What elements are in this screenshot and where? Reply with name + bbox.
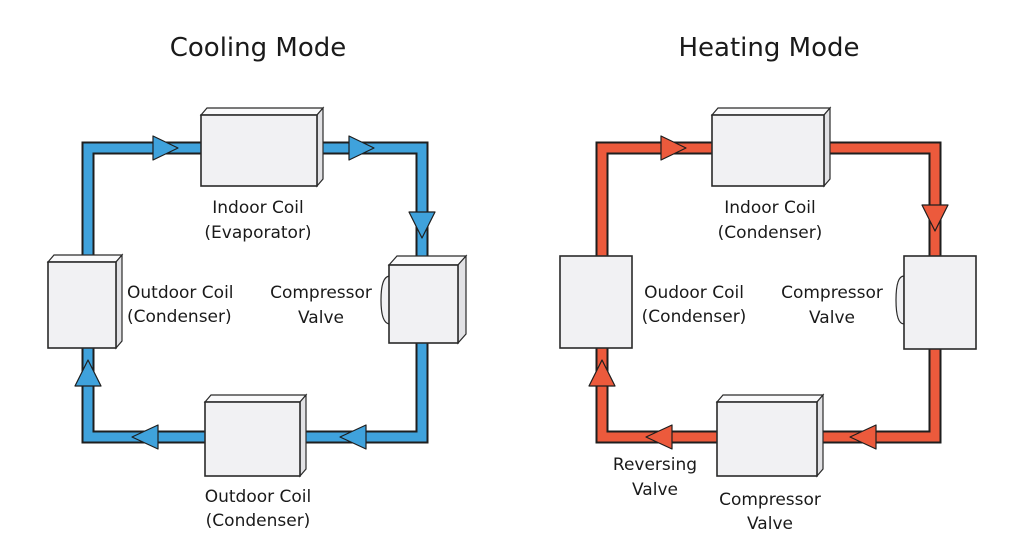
heating-indoor-coil-label: Indoor Coil <box>724 198 816 218</box>
heating-flow-arrow-left-up <box>588 359 616 387</box>
cooling-outdoor-coil-bottom-label: Outdoor Coil <box>205 487 312 507</box>
heating-compressor-bottom-unit <box>715 393 825 478</box>
cooling-mode-title: Cooling Mode <box>170 33 347 63</box>
cooling-compressor-unit <box>380 254 468 345</box>
cooling-indoor-coil-sublabel: (Evaporator) <box>204 223 311 243</box>
heating-reversing-valve-label: Reversing <box>613 455 697 475</box>
cooling-outdoor-coil-bottom-unit <box>203 393 308 478</box>
cooling-outdoor-coil-bottom-sublabel: (Condenser) <box>206 511 311 531</box>
cooling-indoor-coil-label: Indoor Coil <box>212 198 304 218</box>
heating-flow-arrow-right-down <box>921 204 949 232</box>
cooling-flow-arrow-top-left <box>152 135 179 161</box>
heating-outdoor-coil-left-sublabel: (Condenser) <box>642 307 747 327</box>
heating-compressor-right-label: Compressor <box>781 283 883 303</box>
heating-compressor-bottom-label: Compressor <box>719 490 821 510</box>
heating-indoor-coil-unit <box>710 106 832 188</box>
cooling-compressor-sublabel: Valve <box>298 308 344 328</box>
heating-mode-panel: Heating Mode Indoor Coil (Condenser) Oud… <box>559 33 977 534</box>
heating-outdoor-coil-left-label: Oudoor Coil <box>644 283 744 303</box>
heating-compressor-right-sublabel: Valve <box>809 308 855 328</box>
heating-reversing-valve-sublabel: Valve <box>632 480 678 500</box>
heating-flow-arrow-bottom-right <box>849 424 877 450</box>
heating-flow-arrow-top-left <box>660 135 687 161</box>
heating-outdoor-coil-left-unit <box>559 255 633 349</box>
heating-flow-arrow-bottom-left <box>645 424 673 450</box>
heating-mode-title: Heating Mode <box>679 33 860 63</box>
heating-compressor-right-unit <box>895 255 977 350</box>
compressor-valve-icon <box>895 275 905 325</box>
cooling-flow-arrow-bottom-left <box>131 424 159 450</box>
cooling-flow-arrow-top-right <box>348 135 375 161</box>
cooling-indoor-coil-unit <box>199 106 325 188</box>
cooling-outdoor-coil-left-sublabel: (Condenser) <box>127 307 232 327</box>
cooling-mode-panel: Cooling Mode Indoor Coil (Evaporator) Ou… <box>46 33 468 531</box>
cooling-flow-arrow-bottom-right <box>339 424 367 450</box>
compressor-valve-icon <box>380 275 391 325</box>
cooling-compressor-label: Compressor <box>270 283 372 303</box>
heating-compressor-bottom-sublabel: Valve <box>747 514 793 534</box>
cooling-outdoor-coil-left-unit <box>46 253 124 350</box>
cooling-flow-arrow-left-up <box>74 359 102 387</box>
cooling-flow-arrow-right-down <box>408 211 436 239</box>
heating-indoor-coil-sublabel: (Condenser) <box>718 223 823 243</box>
cooling-outdoor-coil-left-label: Outdoor Coil <box>127 283 234 303</box>
